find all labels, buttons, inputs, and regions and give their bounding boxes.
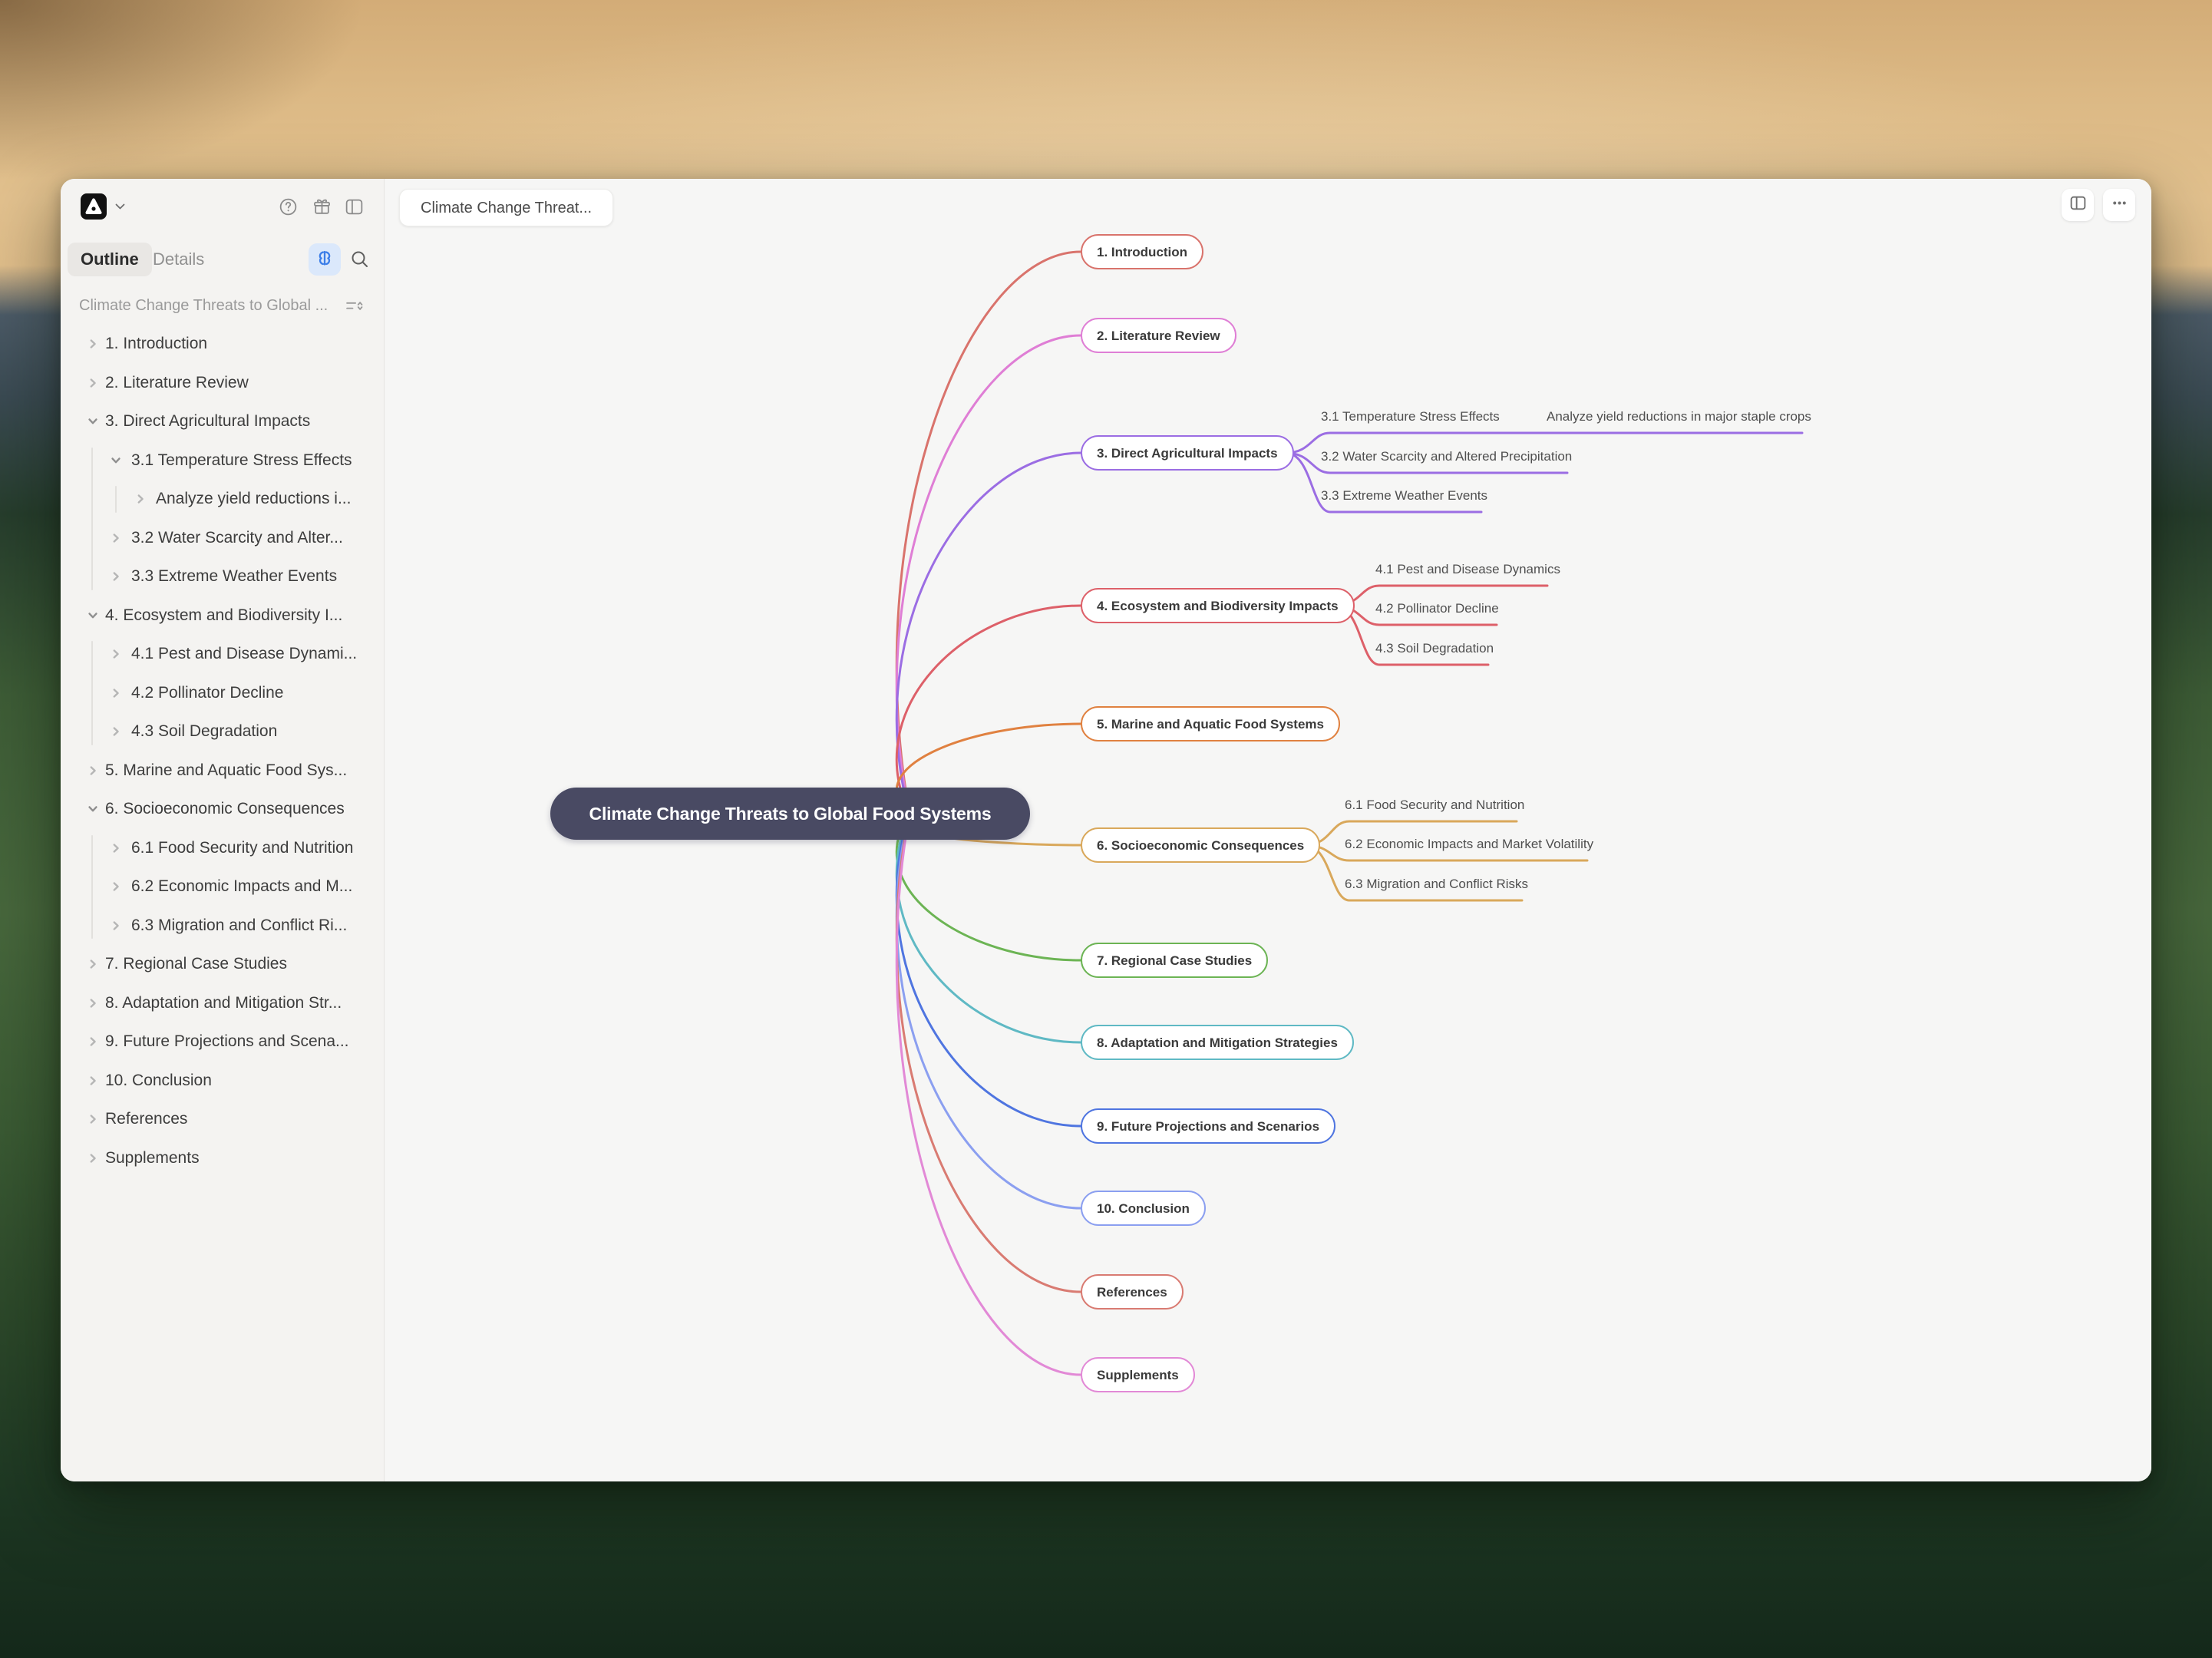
mindmap-branch-topic[interactable]: 1. Introduction xyxy=(1081,234,1203,269)
mindmap-subtopic[interactable]: 6.1 Food Security and Nutrition xyxy=(1345,794,1524,817)
outline-item[interactable]: 4.2 Pollinator Decline xyxy=(61,674,384,713)
outline-item-label: 6.3 Migration and Conflict Ri... xyxy=(131,907,347,946)
mindmap-central-topic[interactable]: Climate Change Threats to Global Food Sy… xyxy=(550,788,1030,840)
mindmap-branch-topic[interactable]: 5. Marine and Aquatic Food Systems xyxy=(1081,706,1340,741)
chevron-collapsed-icon[interactable] xyxy=(87,1075,99,1087)
mindmap-branch-topic[interactable]: 10. Conclusion xyxy=(1081,1191,1206,1226)
chevron-collapsed-icon[interactable] xyxy=(110,842,122,854)
chevron-expanded-icon[interactable] xyxy=(87,415,99,428)
mindmap-subtopic[interactable]: 3.1 Temperature Stress Effects xyxy=(1321,405,1500,428)
chevron-expanded-icon[interactable] xyxy=(87,803,99,815)
outline-item-label: 9. Future Projections and Scena... xyxy=(105,1022,349,1062)
outline-item[interactable]: 9. Future Projections and Scena... xyxy=(61,1022,384,1062)
outline-item[interactable]: 6.1 Food Security and Nutrition xyxy=(61,829,384,868)
mindmap-branch-topic[interactable]: 8. Adaptation and Mitigation Strategies xyxy=(1081,1025,1354,1060)
wallpaper-corner-shadow xyxy=(0,0,537,200)
chevron-collapsed-icon[interactable] xyxy=(110,687,122,699)
chevron-collapsed-icon[interactable] xyxy=(110,920,122,932)
outline-item[interactable]: 1. Introduction xyxy=(61,325,384,364)
chevron-collapsed-icon[interactable] xyxy=(87,1113,99,1125)
outline-item[interactable]: 6.2 Economic Impacts and M... xyxy=(61,867,384,907)
outline-item-label: 10. Conclusion xyxy=(105,1062,212,1101)
outline-item-label: 5. Marine and Aquatic Food Sys... xyxy=(105,751,347,791)
mindmap-subtopic[interactable]: 6.3 Migration and Conflict Risks xyxy=(1345,873,1528,896)
outline-item-label: 6.2 Economic Impacts and M... xyxy=(131,867,352,907)
chevron-collapsed-icon[interactable] xyxy=(87,765,99,777)
mindmap-branch-topic[interactable]: 9. Future Projections and Scenarios xyxy=(1081,1108,1335,1144)
outline-item-label: Supplements xyxy=(105,1139,200,1178)
chevron-expanded-icon[interactable] xyxy=(110,454,122,467)
outline-item-label: 6.1 Food Security and Nutrition xyxy=(131,829,354,868)
more-icon xyxy=(2110,193,2129,216)
outline-item[interactable]: 5. Marine and Aquatic Food Sys... xyxy=(61,751,384,791)
chevron-collapsed-icon[interactable] xyxy=(110,532,122,544)
chevron-collapsed-icon[interactable] xyxy=(87,1152,99,1164)
outline-item[interactable]: 4.3 Soil Degradation xyxy=(61,712,384,751)
outline-item[interactable]: 3. Direct Agricultural Impacts xyxy=(61,402,384,441)
outline-item[interactable]: 3.2 Water Scarcity and Alter... xyxy=(61,519,384,558)
outline-item-label: 4.3 Soil Degradation xyxy=(131,712,277,751)
chevron-expanded-icon[interactable] xyxy=(87,609,99,622)
mindmap-branch-topic[interactable]: 7. Regional Case Studies xyxy=(1081,943,1268,978)
more-button[interactable] xyxy=(2103,189,2135,221)
outline-item-label: References xyxy=(105,1100,187,1139)
chevron-collapsed-icon[interactable] xyxy=(110,570,122,583)
split-view-button[interactable] xyxy=(2062,189,2094,221)
outline-item-label: 4.2 Pollinator Decline xyxy=(131,674,283,713)
outline-item-label: 8. Adaptation and Mitigation Str... xyxy=(105,984,342,1023)
outline-item[interactable]: 6. Socioeconomic Consequences xyxy=(61,790,384,829)
mindmap-subtopic[interactable]: Analyze yield reductions in major staple… xyxy=(1547,405,1811,428)
outline-item-label: 7. Regional Case Studies xyxy=(105,945,287,984)
outline-item-label: 3.1 Temperature Stress Effects xyxy=(131,441,352,481)
app-window: Climate Change Threats to Global Food Sy… xyxy=(61,179,2151,1481)
outline-item[interactable]: 2. Literature Review xyxy=(61,364,384,403)
outline-tree: 1. Introduction2. Literature Review3. Di… xyxy=(61,179,384,1481)
mindmap-branch-topic[interactable]: 4. Ecosystem and Biodiversity Impacts xyxy=(1081,588,1355,623)
outline-item-label: 6. Socioeconomic Consequences xyxy=(105,790,345,829)
chevron-collapsed-icon[interactable] xyxy=(110,725,122,738)
chevron-collapsed-icon[interactable] xyxy=(87,1035,99,1048)
mindmap-subtopic[interactable]: 4.2 Pollinator Decline xyxy=(1375,597,1499,620)
outline-item[interactable]: 10. Conclusion xyxy=(61,1062,384,1101)
outline-item[interactable]: 6.3 Migration and Conflict Ri... xyxy=(61,907,384,946)
chevron-collapsed-icon[interactable] xyxy=(110,648,122,660)
chevron-collapsed-icon[interactable] xyxy=(110,880,122,893)
split-view-icon xyxy=(2068,193,2088,216)
chevron-collapsed-icon[interactable] xyxy=(87,958,99,970)
outline-item-label: 3.3 Extreme Weather Events xyxy=(131,557,337,596)
mindmap-branch-topic[interactable]: 6. Socioeconomic Consequences xyxy=(1081,827,1320,863)
outline-item-label: 2. Literature Review xyxy=(105,364,249,403)
mindmap-subtopic[interactable]: 3.3 Extreme Weather Events xyxy=(1321,484,1487,507)
outline-item[interactable]: 7. Regional Case Studies xyxy=(61,945,384,984)
outline-item[interactable]: 8. Adaptation and Mitigation Str... xyxy=(61,984,384,1023)
outline-item-label: 3. Direct Agricultural Impacts xyxy=(105,402,310,441)
outline-item-label: 4.1 Pest and Disease Dynami... xyxy=(131,635,357,674)
sidebar: Outline Details xyxy=(61,179,385,1481)
mindmap-subtopic[interactable]: 3.2 Water Scarcity and Altered Precipita… xyxy=(1321,445,1572,468)
outline-item[interactable]: Analyze yield reductions i... xyxy=(61,480,384,519)
chevron-collapsed-icon[interactable] xyxy=(87,997,99,1009)
outline-item[interactable]: References xyxy=(61,1100,384,1139)
outline-item-label: 4. Ecosystem and Biodiversity I... xyxy=(105,596,342,636)
outline-item[interactable]: 4. Ecosystem and Biodiversity I... xyxy=(61,596,384,636)
chevron-collapsed-icon[interactable] xyxy=(87,338,99,350)
chevron-collapsed-icon[interactable] xyxy=(134,493,147,505)
document-tab[interactable]: Climate Change Threat... xyxy=(399,189,613,226)
outline-item[interactable]: Supplements xyxy=(61,1139,384,1178)
outline-item-label: 1. Introduction xyxy=(105,325,207,364)
mindmap-subtopic[interactable]: 4.3 Soil Degradation xyxy=(1375,637,1494,660)
mindmap-branch-topic[interactable]: References xyxy=(1081,1274,1184,1310)
mindmap-branch-topic[interactable]: 2. Literature Review xyxy=(1081,318,1236,353)
mindmap-branch-topic[interactable]: Supplements xyxy=(1081,1357,1195,1392)
outline-item[interactable]: 4.1 Pest and Disease Dynami... xyxy=(61,635,384,674)
outline-item[interactable]: 3.3 Extreme Weather Events xyxy=(61,557,384,596)
outline-item[interactable]: 3.1 Temperature Stress Effects xyxy=(61,441,384,481)
mindmap-subtopic[interactable]: 4.1 Pest and Disease Dynamics xyxy=(1375,558,1560,581)
chevron-collapsed-icon[interactable] xyxy=(87,377,99,389)
outline-item-label: Analyze yield reductions i... xyxy=(156,480,351,519)
mindmap-subtopic[interactable]: 6.2 Economic Impacts and Market Volatili… xyxy=(1345,833,1593,856)
outline-item-label: 3.2 Water Scarcity and Alter... xyxy=(131,519,343,558)
mindmap-branch-topic[interactable]: 3. Direct Agricultural Impacts xyxy=(1081,435,1294,471)
